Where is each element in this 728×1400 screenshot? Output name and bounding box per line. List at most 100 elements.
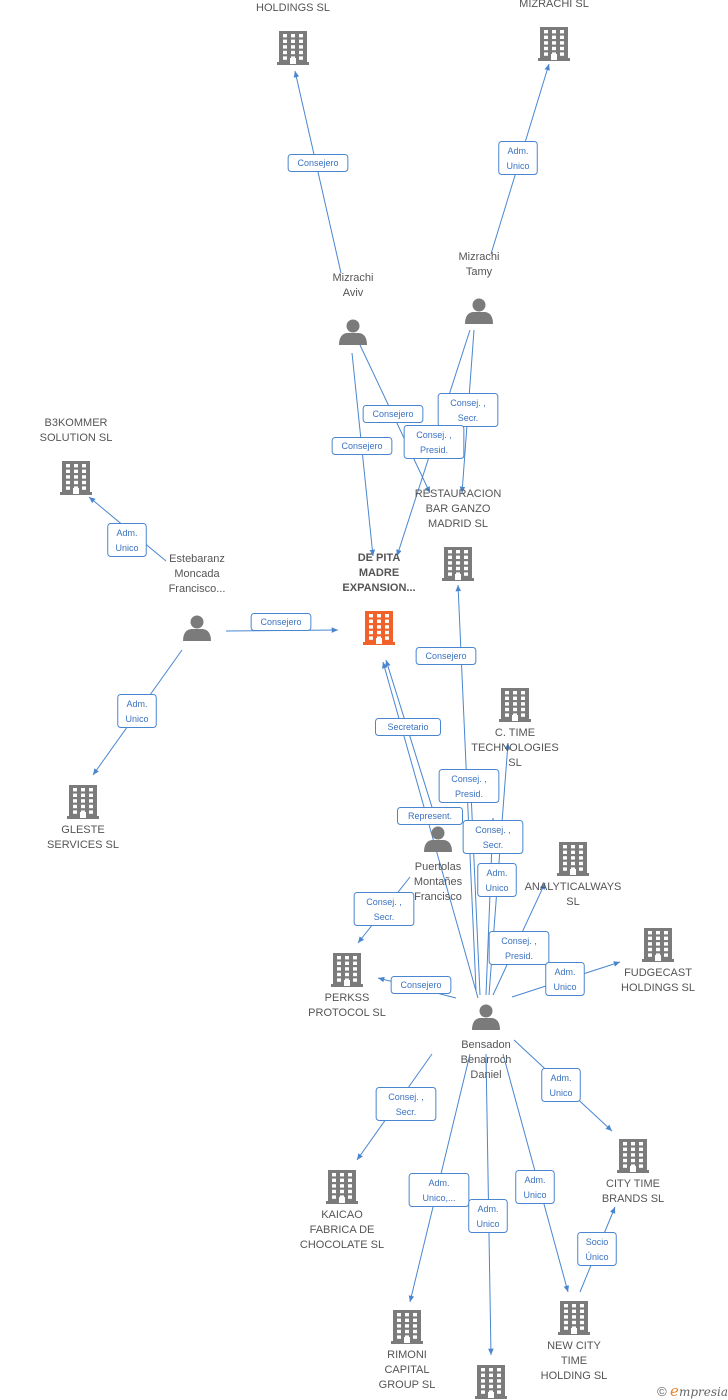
node-label: Tamy: [466, 266, 493, 278]
edge-label-box[interactable]: Adm.Unico: [498, 141, 538, 175]
edge-label-box[interactable]: Adm. Unico: [107, 523, 147, 557]
edge-label-box[interactable]: Consejero: [331, 437, 393, 455]
node-label: BRANDS SL: [602, 1193, 664, 1205]
edge-label-box[interactable]: Consejero: [287, 154, 349, 172]
edge-label-frame: [577, 1232, 617, 1266]
building-icon: [363, 611, 395, 645]
edge-label-frame: [541, 1068, 581, 1102]
edge-labels-layer: ConsejeroAdm.UnicoConsejeroConsejeroCons…: [107, 141, 617, 1266]
node-label: CHOCOLATE SL: [300, 1239, 384, 1251]
edge-label-text: Unico: [115, 543, 138, 553]
edge-label-box[interactable]: Consejero: [390, 976, 452, 994]
node-label: Benarroch: [461, 1054, 512, 1066]
edge-label-box[interactable]: Consej. , Secr.: [462, 820, 524, 854]
node-mizrachi_sl[interactable]: MIZRACHI SL: [519, 0, 589, 61]
node-label: RESTAURACION: [415, 488, 502, 500]
edge-label-text: Unico: [125, 714, 148, 724]
edge-label-text: Consej. ,: [450, 398, 486, 408]
node-depita[interactable]: DE PITAMADREEXPANSION...: [342, 552, 416, 645]
building-icon: [331, 953, 363, 987]
copyright-symbol: ©: [657, 1384, 667, 1399]
edge-label-box[interactable]: Consej. ,Secr.: [375, 1087, 437, 1121]
edge-label-box[interactable]: Consejero: [250, 613, 312, 631]
edge-label-box[interactable]: Adm.Unico,...: [408, 1173, 470, 1207]
edge-label-box[interactable]: Adm.Unico: [117, 694, 157, 728]
node-bottom[interactable]: [475, 1365, 507, 1399]
person-icon: [465, 298, 493, 324]
node-label: KAICAO: [321, 1209, 363, 1221]
node-estebaranz[interactable]: EstebaranzMoncadaFrancisco...: [169, 553, 226, 641]
edge-label-box[interactable]: Secretario: [375, 718, 441, 736]
edge-label-box[interactable]: Adm.Unico: [541, 1068, 581, 1102]
edge-label-text: Único: [585, 1252, 608, 1262]
edge-label-frame: [250, 613, 312, 631]
building-icon: [475, 1365, 507, 1399]
edge-label-box[interactable]: Adm.Unico: [515, 1170, 555, 1204]
node-label: ANALYTICALWAYS: [525, 881, 622, 893]
edge-label-frame: [437, 393, 499, 427]
edge-label-box[interactable]: Consej. ,Presid.: [488, 931, 550, 965]
node-label: Montañes: [414, 876, 463, 888]
building-icon: [60, 461, 92, 495]
brand-logo: empresia: [670, 1382, 728, 1400]
edge-label-text: Consej. ,: [475, 825, 511, 835]
edge-label-box[interactable]: Adm.Unico: [545, 962, 585, 996]
edge-label-text: Adm.: [116, 528, 137, 538]
edge-label-frame: [287, 154, 349, 172]
edge-label-text: Consejero: [341, 441, 382, 451]
building-icon: [642, 928, 674, 962]
edge-label-frame: [515, 1170, 555, 1204]
edge-label-box[interactable]: Consejero: [415, 647, 477, 665]
node-label: TECHNOLOGIES: [471, 742, 558, 754]
edge-label-frame: [390, 976, 452, 994]
nodes-layer: SNTA 2017HOLDINGS SL MIZRACHI SL MizrachiA…: [40, 0, 695, 1399]
node-label: Daniel: [470, 1069, 501, 1081]
building-icon: [557, 842, 589, 876]
node-snta[interactable]: SNTA 2017HOLDINGS SL: [256, 0, 330, 65]
edge-label-text: Presid.: [420, 445, 448, 455]
edge-puertolas-to-depita: [385, 659, 437, 821]
edge-label-box[interactable]: Consej. ,Presid.: [438, 769, 500, 803]
edge-label-box[interactable]: Consejero: [362, 405, 424, 423]
edge-label-box[interactable]: Consej. ,Secr.: [437, 393, 499, 427]
building-icon: [277, 31, 309, 65]
edge-label-text: Adm.: [507, 146, 528, 156]
building-icon: [67, 785, 99, 819]
edge-label-frame: [117, 694, 157, 728]
node-label: B3KOMMER: [45, 417, 108, 429]
edge-label-frame: [488, 931, 550, 965]
node-label: DE PITA: [358, 552, 401, 564]
edge-label-frame: [462, 820, 524, 854]
node-label: C. TIME: [495, 727, 535, 739]
edge-label-box[interactable]: Adm.Unico: [468, 1199, 508, 1233]
person-icon: [339, 319, 367, 345]
node-label: MIZRACHI SL: [519, 0, 589, 10]
edge-label-frame: [353, 892, 415, 926]
edge-label-box[interactable]: Consej. ,Secr.: [353, 892, 415, 926]
edge-label-box[interactable]: Represent.: [397, 807, 463, 825]
footer-brand: © empresia: [657, 1382, 728, 1400]
person-icon: [183, 615, 211, 641]
edge-label-box[interactable]: Adm.Unico: [477, 863, 517, 897]
building-icon: [499, 688, 531, 722]
edge-label-box[interactable]: Consej. ,Presid.: [403, 425, 465, 459]
edge-label-text: Secr.: [483, 840, 504, 850]
edge-label-frame: [415, 647, 477, 665]
